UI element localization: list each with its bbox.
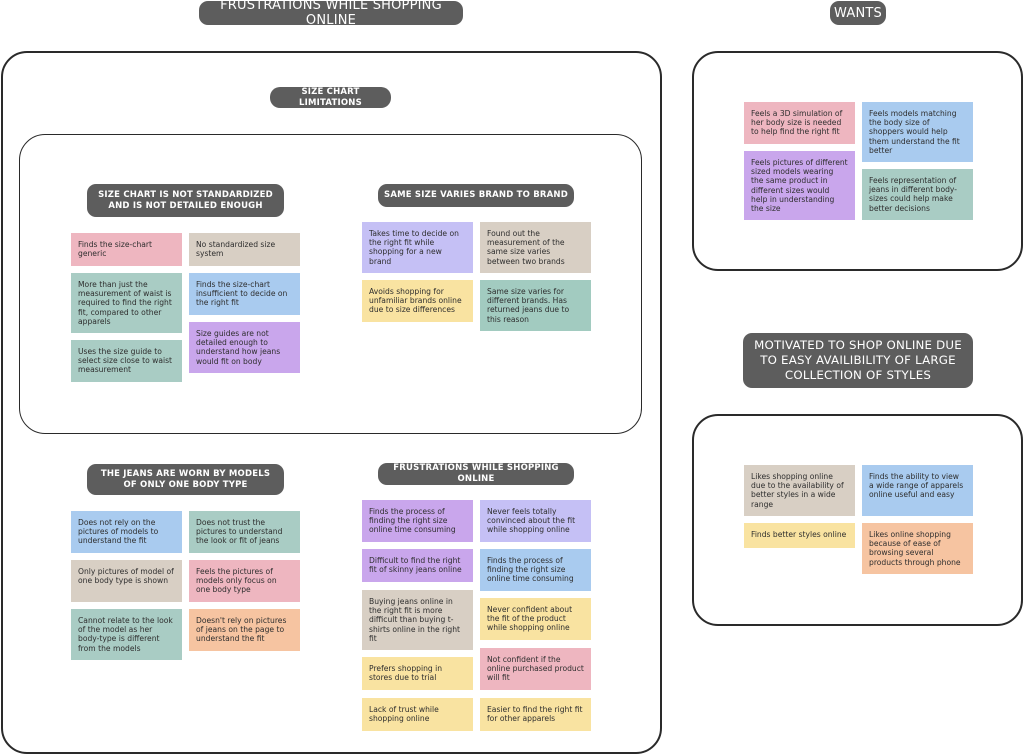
motivated-frame xyxy=(692,414,1023,626)
sticky-note: Never confident about the fit of the pro… xyxy=(480,598,591,640)
sticky-note: Finds better styles online xyxy=(744,523,855,548)
frustrations-title: FRUSTRATIONS WHILE SHOPPING ONLINE xyxy=(199,0,463,28)
sticky-note: Lack of trust while shopping online xyxy=(362,698,473,731)
sticky-note: Finds the size-chart generic xyxy=(71,233,182,266)
sticky-note: Found out the measurement of the same si… xyxy=(480,222,591,273)
not-standardized-label: SIZE CHART IS NOT STANDARDIZED AND IS NO… xyxy=(87,184,284,217)
sticky-note: Finds the ability to view a wide range o… xyxy=(862,465,973,516)
sticky-note: Size guides are not detailed enough to u… xyxy=(189,322,300,373)
motivated-title: MOTIVATED TO SHOP ONLINE DUE TO EASY AVA… xyxy=(743,333,973,388)
sticky-note: Feels pictures of different sized models… xyxy=(744,151,855,220)
sticky-note: Same size varies for different brands. H… xyxy=(480,280,591,331)
sticky-note: Finds the size-chart insufficient to dec… xyxy=(189,273,300,315)
sticky-note: Easier to find the right fit for other a… xyxy=(480,698,591,731)
models-one-body-label: THE JEANS ARE WORN BY MODELS OF ONLY ONE… xyxy=(87,464,284,495)
sticky-note: Only pictures of model of one body type … xyxy=(71,560,182,602)
sticky-note: Feels a 3D simulation of her body size i… xyxy=(744,102,855,144)
sticky-note: Takes time to decide on the right fit wh… xyxy=(362,222,473,273)
sticky-note: Likes shopping online due to the availab… xyxy=(744,465,855,516)
sticky-note: Feels the pictures of models only focus … xyxy=(189,560,300,602)
sticky-note: Never feels totally convinced about the … xyxy=(480,500,591,542)
sticky-note: Does not rely on the pictures of models … xyxy=(71,511,182,553)
same-size-varies-label: SAME SIZE VARIES BRAND TO BRAND xyxy=(378,184,574,207)
sticky-note: Finds the process of finding the right s… xyxy=(480,549,591,591)
sticky-note: Difficult to find the right fit of skinn… xyxy=(362,549,473,582)
sticky-note: Buying jeans online in the right fit is … xyxy=(362,590,473,650)
sticky-note: Feels representation of jeans in differe… xyxy=(862,169,973,220)
wants-frame xyxy=(692,51,1023,271)
frustrations-sub-label: FRUSTRATIONS WHILE SHOPPING ONLINE xyxy=(378,463,574,485)
sticky-note: Prefers shopping in stores due to trial xyxy=(362,657,473,690)
sticky-note: Doesn't rely on pictures of jeans on the… xyxy=(189,609,300,651)
size-chart-limitations-label: SIZE CHART LIMITATIONS xyxy=(270,87,391,108)
sticky-note: Not confident if the online purchased pr… xyxy=(480,648,591,690)
sticky-note: Uses the size guide to select size close… xyxy=(71,340,182,382)
sticky-note: More than just the measurement of waist … xyxy=(71,273,182,333)
sticky-note: Likes online shopping because of ease of… xyxy=(862,523,973,574)
sticky-note: Avoids shopping for unfamiliar brands on… xyxy=(362,280,473,322)
sticky-note: Finds the process of finding the right s… xyxy=(362,500,473,542)
sticky-note: Feels models matching the body size of s… xyxy=(862,102,973,162)
sticky-note: No standardized size system xyxy=(189,233,300,266)
sticky-note: Does not trust the pictures to understan… xyxy=(189,511,300,553)
sticky-note: Cannot relate to the look of the model a… xyxy=(71,609,182,660)
wants-title: WANTS xyxy=(830,1,886,25)
